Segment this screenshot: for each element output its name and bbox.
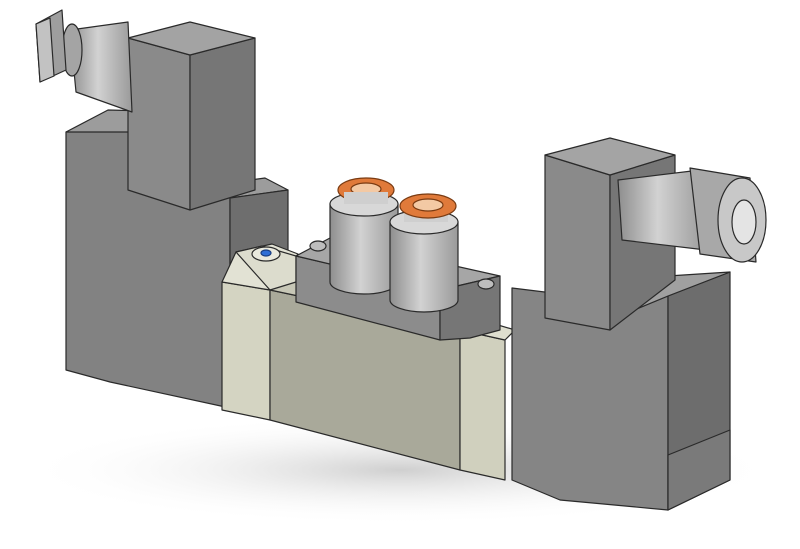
screw-left (309, 240, 327, 252)
fitting-right-cylinder (389, 221, 459, 313)
left-connector-top (127, 21, 256, 56)
right-connector-front (544, 154, 611, 331)
fitting-left-neck (344, 192, 388, 204)
right-connector-top (544, 137, 676, 176)
left-end-plate (221, 281, 271, 421)
fitting-right (389, 193, 459, 313)
manual-override-indicator (260, 249, 272, 257)
fitting-left-cylinder (329, 203, 399, 295)
fitting-left (329, 177, 399, 295)
left-gland-nut-face (35, 17, 55, 83)
left-connector-side (189, 37, 256, 211)
right-solenoid (511, 137, 767, 511)
right-end-plate (459, 329, 506, 481)
left-connector-front (127, 37, 191, 211)
right-gland-hole (731, 199, 757, 245)
screw-right (477, 278, 495, 290)
fitting-right-ring-hole (412, 198, 444, 212)
right-housing-lower-band (667, 429, 731, 511)
